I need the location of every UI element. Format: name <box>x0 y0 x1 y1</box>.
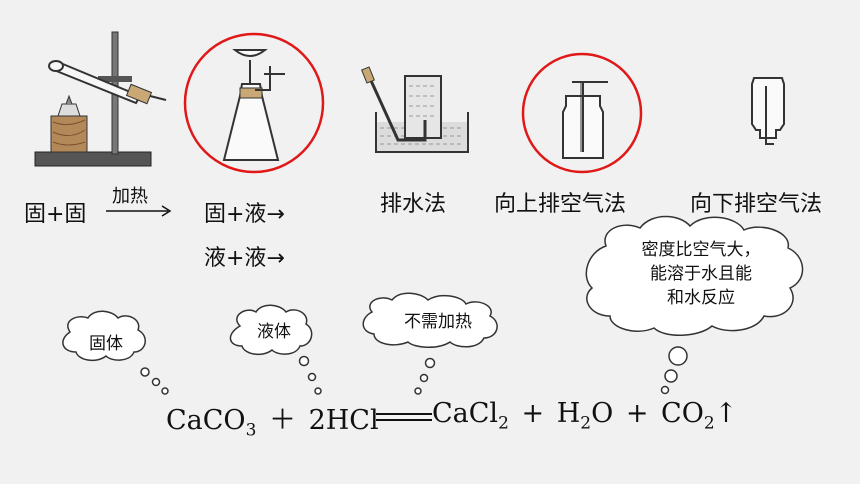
heating-condition: 加热 <box>112 186 148 207</box>
solid-liquid-highlight <box>183 32 325 174</box>
cloud-liquid-text: 液体 <box>257 322 291 342</box>
reactant-hcl: 2HCl <box>308 405 379 436</box>
downward-air-label: 向下排空气法 <box>690 192 823 217</box>
product-cacl2: CaCl2 <box>432 398 509 434</box>
solid-heating-apparatus <box>34 31 167 167</box>
plus-sign: ＋ <box>268 405 296 436</box>
heating-arrow-head <box>161 205 172 217</box>
reactant-caco3: CaCO3 <box>166 405 257 441</box>
gas-property-line-3: 和水反应 <box>667 288 735 308</box>
upward-air-apparatus <box>562 81 608 159</box>
cloud-solid <box>62 310 146 362</box>
cloud-no-heat <box>362 292 498 348</box>
cloud-gas-property <box>585 215 804 336</box>
solid-heating-label: 固+固 <box>24 202 87 227</box>
equation-equals-sign <box>376 413 432 421</box>
product-h2o: H2O <box>556 398 614 434</box>
downward-air-apparatus <box>751 77 785 145</box>
plus-sign-3: + <box>625 398 649 429</box>
plus-sign-2: + <box>521 398 545 429</box>
upward-air-highlight <box>521 52 643 174</box>
chemical-equation-right: CaCl2 + H2O + CO2↑ <box>432 398 737 433</box>
solid-liquid-label-1: 固+液→ <box>204 202 285 227</box>
gas-property-line-1: 密度比空气大， <box>641 240 761 260</box>
solid-liquid-label-2: 液+液→ <box>204 246 285 271</box>
bubble-dots <box>140 346 688 395</box>
gas-property-line-2: 能溶于水且能 <box>650 264 752 284</box>
cloud-gas-property-text: 密度比空气大， 能溶于水且能 和水反应 <box>616 238 786 310</box>
gas-arrow: ↑ <box>714 398 738 429</box>
cloud-liquid <box>229 304 313 356</box>
product-co2: CO2↑ <box>661 398 738 434</box>
water-displacement-apparatus <box>361 66 469 153</box>
upward-air-label: 向上排空气法 <box>494 192 627 217</box>
water-displacement-label: 排水法 <box>380 192 447 217</box>
cloud-solid-text: 固体 <box>89 334 123 354</box>
chemical-equation-left: CaCO3 ＋ 2HCl <box>166 398 379 440</box>
solid-liquid-apparatus <box>222 49 285 161</box>
cloud-no-heat-text: 不需加热 <box>404 312 472 332</box>
